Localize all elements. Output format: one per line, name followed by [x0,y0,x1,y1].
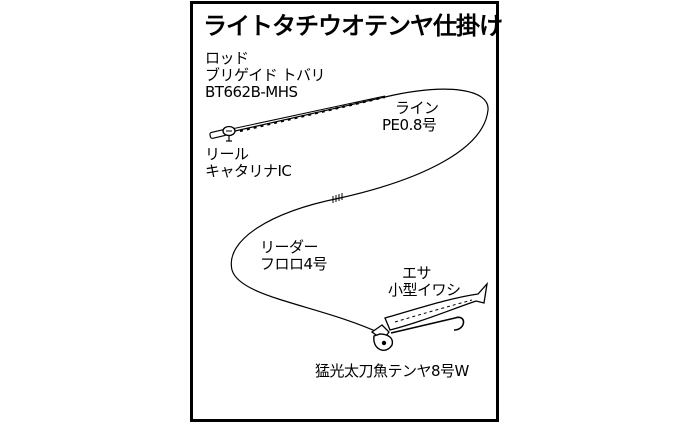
line-spec: PE0.8号 [382,116,437,134]
tenya-name: 猛光太刀魚テンヤ8号W [315,362,469,380]
rod-label: ロッド [205,49,249,67]
bait-sardine-illustration [384,281,488,331]
diagram-title: ライトタチウオテンヤ仕掛け [203,12,503,40]
line-label: ライン [395,99,439,117]
rod-name: ブリゲイド トバリ [205,66,325,84]
main-line-illustration [339,88,489,199]
leader-line-illustration [230,197,383,335]
reel-name: キャタリナIC [205,162,292,180]
leader-spec: フロロ4号 [260,255,328,273]
bait-label: エサ [402,264,432,282]
rod-model: BT662B-MHS [205,83,298,101]
rod-illustration [209,95,386,139]
reel-label: リール [205,145,249,163]
leader-label: リーダー [260,238,319,256]
diagram-frame [190,1,499,422]
reel-illustration [222,125,236,142]
bait-name: 小型イワシ [388,281,461,299]
tenya-illustration [370,316,465,351]
